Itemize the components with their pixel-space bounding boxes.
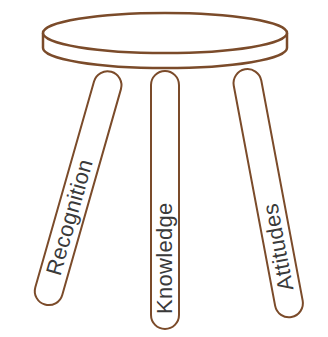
leg-label: Attitudes xyxy=(260,202,298,293)
stool-leg: Attitudes xyxy=(230,65,306,321)
stool-leg: Recognition xyxy=(31,66,127,309)
leg-label: Recognition xyxy=(43,156,97,277)
stool-leg: Knowledge xyxy=(150,70,180,330)
seat-top xyxy=(43,13,287,53)
leg-label: Knowledge xyxy=(154,202,176,314)
